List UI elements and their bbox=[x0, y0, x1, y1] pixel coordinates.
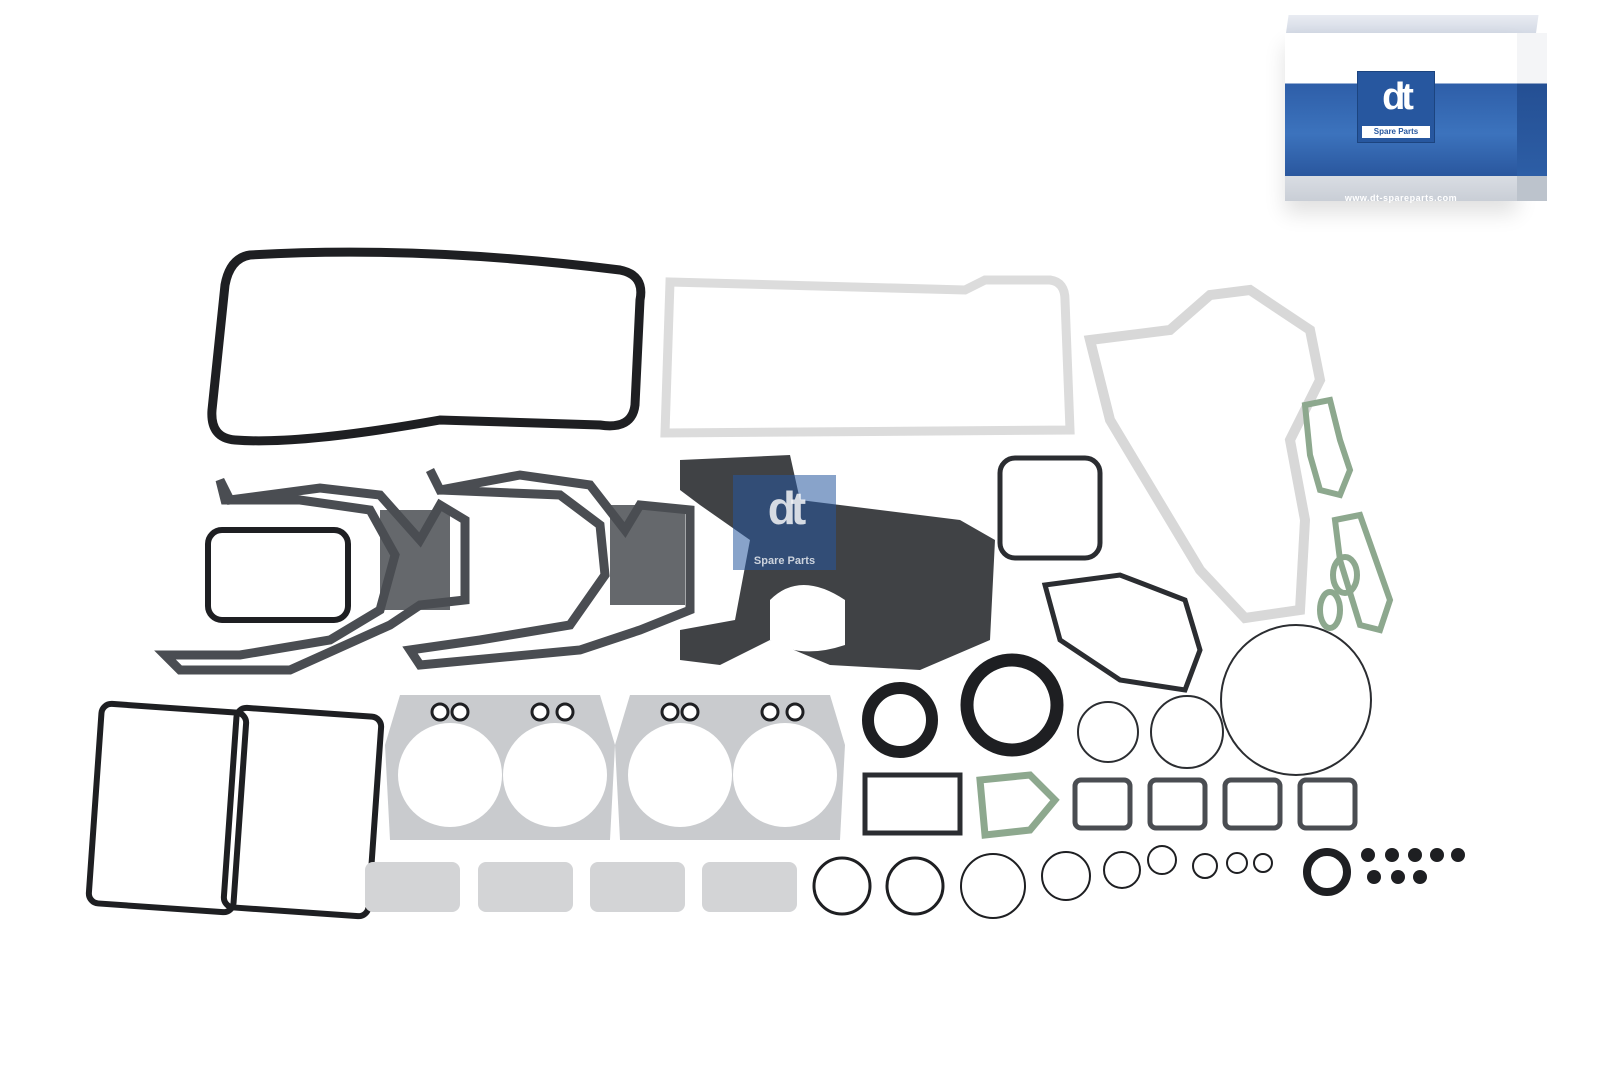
manifold-gasket-4 bbox=[1297, 777, 1358, 831]
cylinder-head-gasket-right bbox=[615, 695, 845, 840]
manifold-gasket-3 bbox=[1222, 777, 1283, 831]
box-side-face bbox=[1517, 33, 1547, 201]
logo-mark: dt bbox=[1382, 76, 1414, 118]
o-ring-4 bbox=[885, 856, 945, 916]
manifold-gasket-green-3 bbox=[1330, 554, 1360, 596]
product-package-box: dt Spare Parts www.dt-spareparts.com bbox=[1285, 15, 1547, 203]
green-flange-gasket bbox=[976, 771, 1060, 839]
intake-gasket-4 bbox=[702, 862, 797, 912]
dt-logo: dt Spare Parts bbox=[1357, 71, 1435, 143]
o-ring-7 bbox=[1103, 851, 1141, 889]
shaft-seal-small bbox=[1303, 848, 1351, 896]
o-ring-10 bbox=[1226, 852, 1248, 874]
manifold-gasket-green-1 bbox=[1301, 396, 1354, 499]
o-ring-6 bbox=[1041, 851, 1091, 901]
valve-box-gasket bbox=[205, 527, 351, 623]
valve-stem-seals bbox=[1361, 848, 1465, 884]
water-pump-gasket bbox=[1041, 572, 1203, 693]
o-ring-3 bbox=[812, 856, 872, 916]
manifold-gasket-green-2 bbox=[1331, 511, 1394, 634]
large-o-ring bbox=[1220, 624, 1372, 776]
crankshaft-seal-small bbox=[862, 682, 938, 758]
manifold-gasket-1 bbox=[1072, 777, 1133, 831]
watermark-subtitle: Spare Parts bbox=[753, 555, 816, 567]
manifold-gasket-2 bbox=[1147, 777, 1208, 831]
watermark-mark: dt bbox=[767, 482, 806, 534]
valve-cover-gasket-right bbox=[220, 704, 385, 920]
valve-cover-gasket-left bbox=[85, 700, 250, 916]
front-cover-gasket-right bbox=[402, 467, 695, 670]
o-ring-2 bbox=[1150, 695, 1224, 769]
o-ring-9 bbox=[1192, 853, 1218, 879]
housing-cover-gasket bbox=[997, 455, 1103, 561]
watermark-logo: dt Spare Parts bbox=[733, 475, 836, 570]
rear-cover-gasket bbox=[380, 510, 450, 610]
box-front-face: dt Spare Parts www.dt-spareparts.com bbox=[1285, 33, 1517, 203]
oil-pan-rubber-gasket bbox=[207, 247, 646, 446]
intake-gasket-3 bbox=[590, 862, 685, 912]
cylinder-head-gasket-left bbox=[385, 695, 615, 840]
flange-gasket bbox=[862, 772, 963, 836]
logo-subtitle: Spare Parts bbox=[1362, 126, 1430, 138]
package-url: www.dt-spareparts.com bbox=[1344, 193, 1458, 203]
o-ring-5 bbox=[960, 853, 1026, 919]
oil-pan-flat-gasket bbox=[660, 275, 1075, 438]
intake-gasket-2 bbox=[478, 862, 573, 912]
intake-gasket-1 bbox=[365, 862, 460, 912]
o-ring-8 bbox=[1147, 845, 1177, 875]
timing-cover-gasket bbox=[1083, 284, 1326, 624]
crankshaft-seal-large bbox=[960, 653, 1064, 757]
rear-cover-gasket-2 bbox=[610, 505, 685, 605]
o-ring-1 bbox=[1077, 701, 1139, 763]
manifold-gasket-green-4 bbox=[1317, 589, 1343, 631]
o-ring-11 bbox=[1253, 853, 1273, 873]
